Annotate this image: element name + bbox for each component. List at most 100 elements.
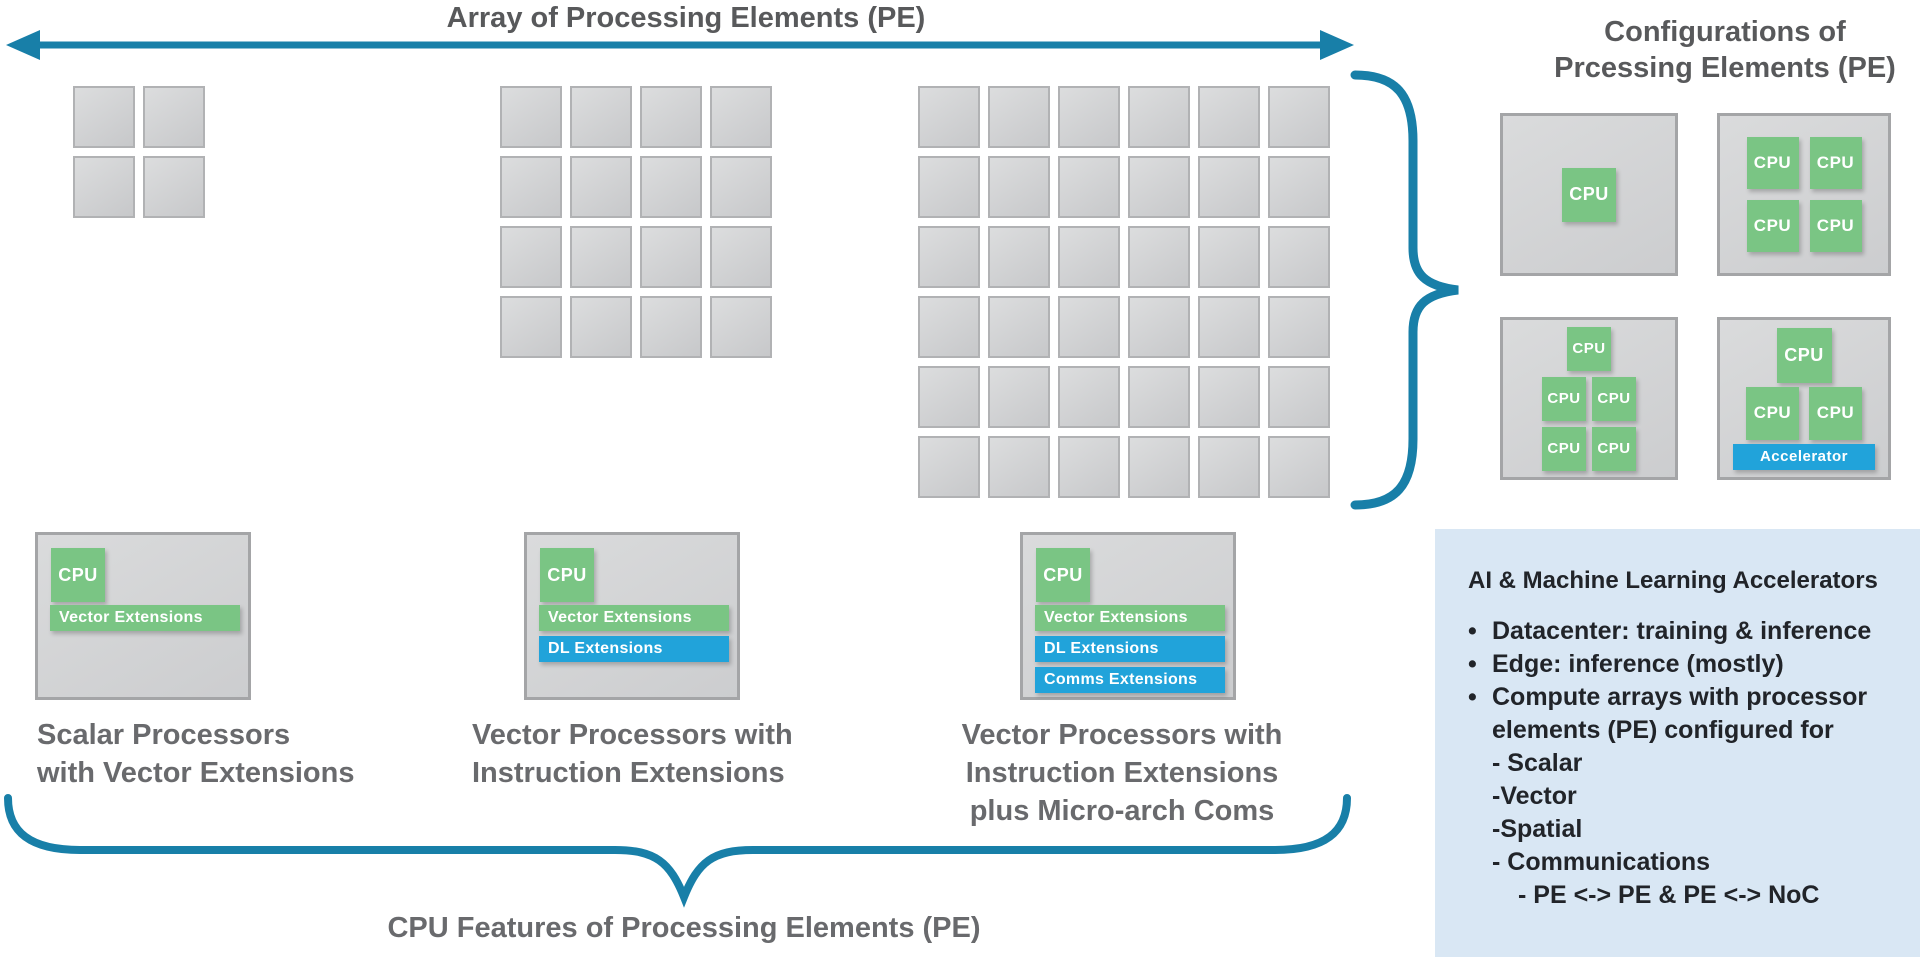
- pe-square: [1128, 86, 1190, 148]
- comms-extensions-bar: Comms Extensions: [1035, 667, 1225, 693]
- cpu-chip: CPU: [1746, 137, 1799, 189]
- cpu-chip: CPU: [1746, 386, 1799, 440]
- cpu-chip: CPU: [1036, 548, 1090, 602]
- ai-panel-item-text: Datacenter: training & inference: [1492, 617, 1872, 645]
- pe-square: [710, 226, 772, 288]
- pe-square: [640, 296, 702, 358]
- caption-line: Instruction Extensions: [965, 757, 1279, 789]
- pe-square: [143, 156, 205, 218]
- pe-square: [1268, 156, 1330, 218]
- pe-square: [1268, 296, 1330, 358]
- ai-panel-item-text: - Communications: [1492, 848, 1711, 876]
- feature-box-vector: CPU Vector Extensions DL Extensions: [524, 532, 740, 700]
- ai-panel-title: AI & Machine Learning Accelerators: [1468, 567, 1878, 594]
- vector-extensions-bar: Vector Extensions: [1035, 605, 1225, 631]
- pe-square: [988, 86, 1050, 148]
- ai-panel-item: • Edge: inference (mostly): [1468, 648, 1920, 681]
- accelerator-bar: Accelerator: [1733, 443, 1875, 470]
- pe-square: [500, 86, 562, 148]
- pe-square: [988, 156, 1050, 218]
- cpu-chip: CPU: [1562, 167, 1616, 222]
- ai-panel-item: elements (PE) configured for: [1468, 714, 1920, 747]
- cpu-features-caption: CPU Features of Processing Elements (PE): [387, 912, 981, 944]
- array-title: Array of Processing Elements (PE): [446, 2, 926, 34]
- ai-panel-item-text: Edge: inference (mostly): [1492, 650, 1784, 678]
- vector-extensions-bar: Vector Extensions: [50, 605, 240, 631]
- ai-panel-item-text: -Vector: [1492, 782, 1577, 810]
- pe-square: [988, 296, 1050, 358]
- pe-square: [1198, 296, 1260, 358]
- config-box-single-cpu: CPU: [1500, 113, 1678, 276]
- cpu-chip: CPU: [1542, 426, 1586, 471]
- pe-square: [500, 296, 562, 358]
- ai-panel-item: • Datacenter: training & inference: [1468, 615, 1920, 648]
- pe-array-6x6: [918, 86, 1330, 498]
- pe-array-2x2: [73, 86, 205, 218]
- ai-panel-item: - Communications: [1468, 846, 1920, 879]
- pe-square: [73, 156, 135, 218]
- pe-square: [1058, 366, 1120, 428]
- pe-square: [570, 156, 632, 218]
- ai-ml-panel: AI & Machine Learning Accelerators • Data…: [1435, 529, 1920, 957]
- pe-square: [1058, 226, 1120, 288]
- pe-square: [1198, 436, 1260, 498]
- configurations-title-line2: Prcessing Elements (PE): [1554, 52, 1896, 84]
- cpu-chip: CPU: [1746, 200, 1799, 252]
- pe-square: [1128, 156, 1190, 218]
- ai-panel-item: -Spatial: [1468, 813, 1920, 846]
- ai-panel-item-text: -Spatial: [1492, 815, 1583, 843]
- ai-panel-item: •Compute arrays with processor: [1468, 681, 1920, 714]
- dl-extensions-bar: DL Extensions: [539, 636, 729, 662]
- pe-square: [143, 86, 205, 148]
- double-arrow: [6, 30, 1354, 60]
- ai-panel-item-text: Compute arrays with processor: [1492, 683, 1868, 711]
- pe-square: [1268, 366, 1330, 428]
- pe-square: [988, 366, 1050, 428]
- pe-square: [1058, 296, 1120, 358]
- cpu-chip: CPU: [51, 548, 105, 602]
- ai-panel-item-text: elements (PE) configured for: [1492, 716, 1834, 744]
- ai-panel-item-text: - PE <-> PE & PE <-> NoC: [1518, 881, 1820, 909]
- cpu-chip: CPU: [1809, 137, 1862, 189]
- pe-square: [1128, 366, 1190, 428]
- pe-square: [570, 226, 632, 288]
- bullet-glyph: •: [1468, 650, 1477, 678]
- pe-square: [918, 366, 980, 428]
- feature-box-vector-comms: CPU Vector Extensions DL Extensions Comm…: [1020, 532, 1236, 700]
- cpu-chip: CPU: [1592, 426, 1636, 471]
- pe-square: [500, 226, 562, 288]
- configurations-title-line1: Configurations of: [1604, 16, 1846, 48]
- pe-square: [710, 296, 772, 358]
- pe-square: [918, 226, 980, 288]
- pe-square: [1198, 86, 1260, 148]
- config-box-five-cpu: CPU CPU CPU CPU CPU: [1500, 317, 1678, 480]
- cpu-chip: CPU: [1567, 326, 1611, 371]
- dl-extensions-bar: DL Extensions: [1035, 636, 1225, 662]
- feature-box-scalar: CPU Vector Extensions: [35, 532, 251, 700]
- bullet-glyph: •: [1468, 617, 1477, 645]
- caption-vector-comms-processors: Vector Processors with Instruction Exten…: [942, 716, 1302, 830]
- arrowhead-right: [1320, 30, 1354, 60]
- right-brace: [1350, 70, 1459, 510]
- pe-square: [918, 156, 980, 218]
- pe-square: [1128, 436, 1190, 498]
- pe-square: [570, 296, 632, 358]
- caption-line: Vector Processors with: [472, 719, 793, 751]
- pe-square: [1268, 436, 1330, 498]
- config-box-quad-cpu: CPU CPU CPU CPU: [1717, 113, 1891, 276]
- cpu-chip: CPU: [1809, 200, 1862, 252]
- pe-square: [918, 86, 980, 148]
- pe-square: [1268, 226, 1330, 288]
- vector-extensions-bar: Vector Extensions: [539, 605, 729, 631]
- pe-array-4x4: [500, 86, 772, 358]
- pe-square: [73, 86, 135, 148]
- caption-line: Scalar Processors: [37, 719, 291, 751]
- pe-square: [1198, 366, 1260, 428]
- caption-line: Vector Processors with: [961, 719, 1283, 751]
- pe-square: [570, 86, 632, 148]
- pe-square: [1058, 156, 1120, 218]
- pe-square: [1198, 156, 1260, 218]
- pe-square: [918, 436, 980, 498]
- pe-square: [640, 86, 702, 148]
